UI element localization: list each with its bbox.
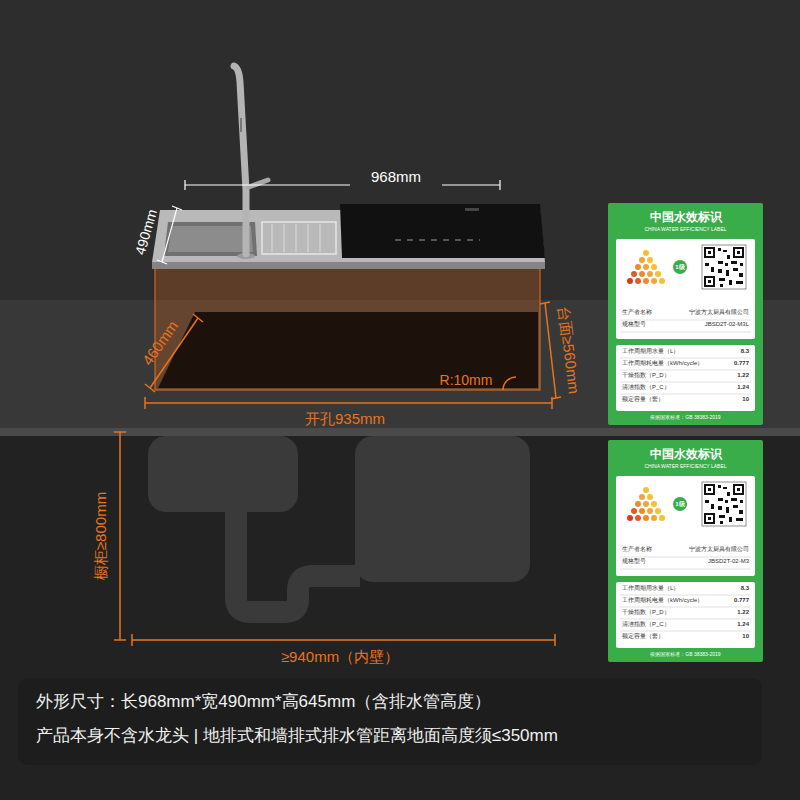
- node-text: 干燥指数（P_D）: [622, 609, 670, 616]
- node-text: 产品本身不含水龙头 | 地排式和墙排式排水管距离地面高度须≤350mm: [36, 726, 558, 746]
- dimension-label: 968mm: [371, 168, 421, 185]
- node-text: 外形尺寸：长968mm*宽490mm*高645mm（含排水管高度）: [36, 692, 491, 712]
- node-text: 工作周期耗电量（kWh/cycle）: [622, 597, 703, 604]
- dimension-label: ≥940mm（内壁）: [281, 648, 399, 665]
- node-text: 清洁指数（P_C）: [622, 384, 670, 391]
- node-text: 1.22: [737, 609, 749, 616]
- label-card-art: [608, 203, 763, 425]
- node-text: 8.3: [741, 348, 749, 355]
- node-text: 工作周期用水量（L）: [622, 348, 679, 355]
- label-data-panel: 工作周期用水量（L） 8.3 工作周期耗电量（kWh/cycle） 0.777 干燥指数…: [616, 345, 755, 411]
- node-text: 规格型号: [622, 558, 646, 565]
- cutout-box: [155, 268, 540, 390]
- node-text: 依据国家标准：GB 38383-2019: [650, 415, 720, 421]
- node-text: 工作周期用水量（L）: [622, 585, 679, 592]
- node-text: 0.777: [734, 360, 749, 367]
- node-text: JBSD2T-02-M3L: [705, 321, 749, 328]
- node-text: 1.22: [737, 372, 749, 379]
- radius-label: R:10mm: [440, 372, 493, 388]
- node-text: CHINA WATER EFFICIENCY LABEL: [644, 227, 726, 233]
- water-label-card: 中国水效标识 CHINA WATER EFFICIENCY LABEL 依据国家标准…: [608, 203, 763, 425]
- node-text: 清洁指数（P_C）: [622, 621, 670, 628]
- label-card-art: [608, 440, 763, 662]
- node-text: 0.777: [734, 597, 749, 604]
- node-text: 1.24: [737, 384, 749, 391]
- node-text: 规格型号: [622, 321, 646, 328]
- dimension-label: 开孔935mm: [305, 410, 385, 427]
- node-text: 10: [742, 396, 749, 403]
- node-text: 中国水效标识: [650, 211, 722, 225]
- node-text: 1.24: [737, 621, 749, 628]
- node-text: 1级: [675, 264, 684, 271]
- node-text: 宁波方太厨具有限公司: [689, 546, 749, 553]
- dimension-lines: [114, 180, 561, 646]
- node-text: 额定容量（套）: [622, 396, 664, 403]
- node-text: 生产者名称: [622, 546, 652, 553]
- under-sink-parts: [148, 436, 530, 612]
- node-text: JBSD2T-02-M3: [708, 558, 749, 565]
- node-text: 工作周期耗电量（kWh/cycle）: [622, 360, 703, 367]
- label-data-panel: 工作周期用水量（L） 8.3 工作周期耗电量（kWh/cycle） 0.777 干燥指数…: [616, 582, 755, 648]
- node-text: 生产者名称: [622, 309, 652, 316]
- node-text: 中国水效标识: [650, 448, 722, 462]
- label-info-panel: 1级生产者名称 宁波方太厨具有限公司规格型号 JBSD2T-02-M3: [616, 476, 755, 576]
- node-text: 宁波方太厨具有限公司: [689, 309, 749, 316]
- node-text: 依据国家标准：GB 38383-2019: [650, 652, 720, 658]
- sink: [152, 204, 545, 269]
- spec-bar: 外形尺寸：长968mm*宽490mm*高645mm（含排水管高度） 产品本身不含水…: [18, 678, 762, 765]
- label-info-panel: 1级生产者名称 宁波方太厨具有限公司规格型号 JBSD2T-02-M3L: [616, 239, 755, 339]
- node-text: 10: [742, 633, 749, 640]
- water-label-card: 中国水效标识 CHINA WATER EFFICIENCY LABEL 依据国家标准…: [608, 440, 763, 662]
- node-text: CHINA WATER EFFICIENCY LABEL: [644, 464, 726, 470]
- dimension-label: 橱柜≥800mm: [92, 492, 109, 580]
- node-text: 8.3: [741, 585, 749, 592]
- node-text: 干燥指数（P_D）: [622, 372, 670, 379]
- node-text: 1级: [675, 501, 684, 508]
- node-text: 额定容量（套）: [622, 633, 664, 640]
- faucet: [234, 66, 268, 259]
